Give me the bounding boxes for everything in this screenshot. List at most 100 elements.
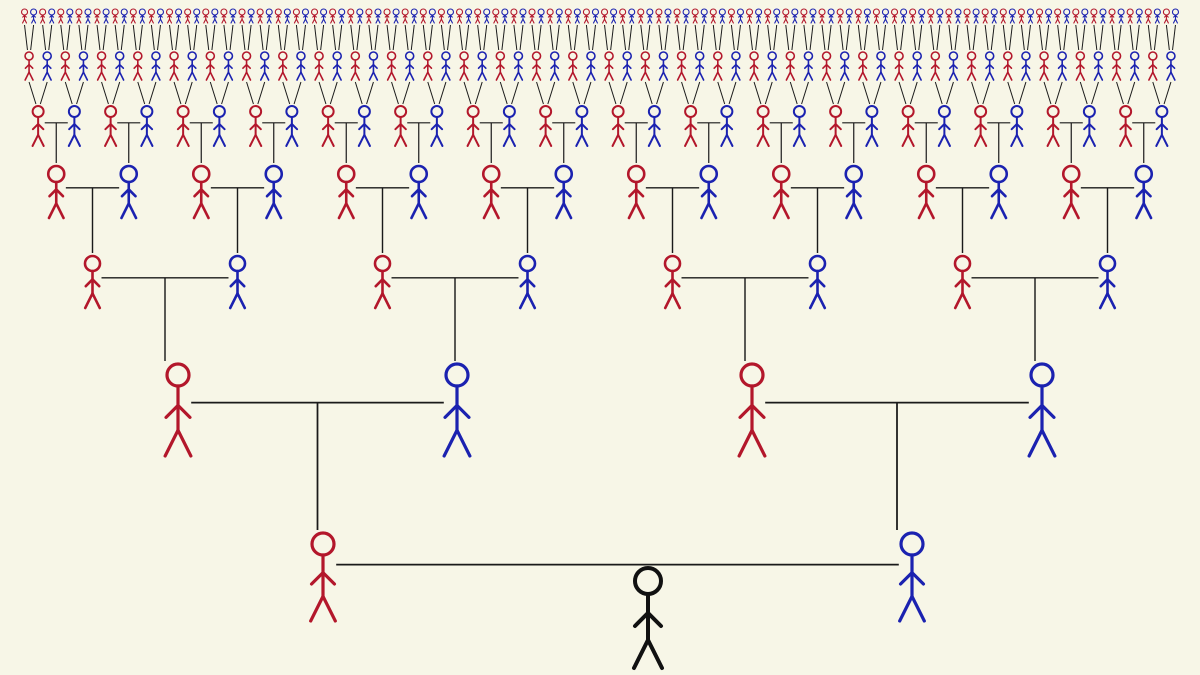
father-figure-arms (1173, 14, 1178, 18)
connector-line (1165, 24, 1170, 51)
mother-figure-legs (384, 17, 390, 24)
father-figure-legs (731, 70, 741, 81)
father-figure-arms (1028, 403, 1056, 419)
father-figure-legs (555, 200, 573, 220)
father-figure-head (357, 105, 371, 118)
father-figure-arms (31, 14, 36, 18)
father-figure-arms (919, 14, 925, 18)
connector-line (120, 24, 125, 51)
father-figure-legs (737, 17, 743, 24)
connector-line (150, 24, 155, 51)
father-figure-legs (912, 70, 922, 81)
father-figure-head (320, 8, 328, 16)
mother-figure-arms (801, 14, 807, 18)
mother-figure-head (663, 254, 682, 273)
father-figure-head (404, 51, 415, 61)
connector-line (463, 81, 472, 105)
father-figure-legs (973, 17, 979, 24)
mother-figure-legs (350, 70, 361, 81)
father-figure-head (720, 105, 734, 118)
mother-figure-head (749, 51, 759, 61)
mother-figure-arms (457, 14, 462, 18)
mother-figure-head (637, 8, 645, 16)
mother-figure-legs (749, 70, 759, 81)
connector-line (717, 81, 726, 105)
mother-figure-arms (278, 63, 288, 70)
father-figure-arms (42, 63, 52, 70)
mother-figure-arms (529, 14, 535, 18)
connector-line (592, 24, 596, 51)
connector-line (132, 24, 137, 51)
mother-figure-arms (532, 63, 542, 70)
father-figure-head (175, 8, 183, 16)
father-figure-legs (1155, 132, 1169, 147)
connector-line (193, 24, 198, 51)
father-figure-head (84, 8, 92, 16)
mother-figure-legs (278, 70, 288, 81)
mother-figure-arms (60, 63, 70, 70)
mother-figure-arms (420, 14, 426, 18)
connector-line (282, 81, 291, 105)
mother-figure-arms (638, 14, 644, 18)
connector-line (1057, 24, 1062, 51)
father-figure-head (42, 51, 52, 61)
self-figure-head (633, 566, 663, 596)
mother-figure-legs (167, 17, 173, 24)
mother-figure-head (782, 8, 790, 16)
father-figure-arms (810, 14, 816, 18)
father-figure-arms (285, 122, 299, 131)
father-figure-arms (115, 63, 125, 70)
mother-figure-arms (729, 14, 734, 18)
mother-figure-head (383, 8, 391, 16)
father-figure-legs (767, 70, 777, 81)
mother-figure-head (676, 51, 687, 61)
father-figure-head (441, 51, 451, 61)
mother-figure-legs (930, 70, 941, 81)
connector-line (549, 24, 554, 51)
connector-line (785, 24, 790, 51)
mother-figure-legs (31, 132, 45, 147)
mother-figure-head (495, 51, 506, 61)
connector-line (148, 81, 157, 105)
mother-figure-legs (96, 70, 107, 81)
father-figure-head (1082, 105, 1096, 118)
mother-figure-head (455, 8, 464, 16)
mother-figure-arms (48, 187, 65, 198)
mother-figure-arms (176, 122, 190, 131)
connector-line (66, 24, 71, 51)
mother-figure-arms (495, 63, 505, 70)
mother-figure-head (909, 8, 917, 16)
connector-line (1075, 24, 1080, 51)
father-figure-legs (42, 70, 52, 81)
mother-figure-legs (772, 200, 790, 220)
mother-figure-arms (858, 63, 868, 70)
connector-line (531, 24, 536, 51)
connector-line (827, 24, 832, 51)
father-figure-legs (647, 132, 661, 147)
connector-line (692, 81, 701, 105)
father-figure-arms (1154, 14, 1160, 18)
father-figure-arms (67, 14, 73, 18)
father-figure-arms (593, 14, 598, 18)
connector-line (610, 24, 615, 51)
connector-line (329, 81, 338, 105)
father-figure-arms (513, 63, 523, 70)
father-figure-arms (213, 122, 226, 131)
father-figure-head (844, 164, 864, 184)
father-figure-legs (410, 200, 428, 220)
mother-figure-legs (692, 17, 698, 24)
father-figure-legs (332, 70, 342, 81)
connector-line (982, 81, 991, 105)
father-figure-legs (700, 200, 718, 220)
father-figure-arms (556, 14, 562, 18)
father-figure-arms (1093, 63, 1103, 70)
father-figure-legs (484, 17, 490, 24)
father-figure-arms (767, 63, 777, 70)
mother-figure-legs (568, 70, 578, 81)
mother-figure-legs (420, 17, 426, 24)
mother-figure-arms (584, 14, 589, 18)
father-figure-head (984, 51, 995, 61)
father-figure-head (513, 51, 524, 61)
father-figure-arms (303, 14, 308, 18)
father-figure-head (409, 164, 429, 184)
